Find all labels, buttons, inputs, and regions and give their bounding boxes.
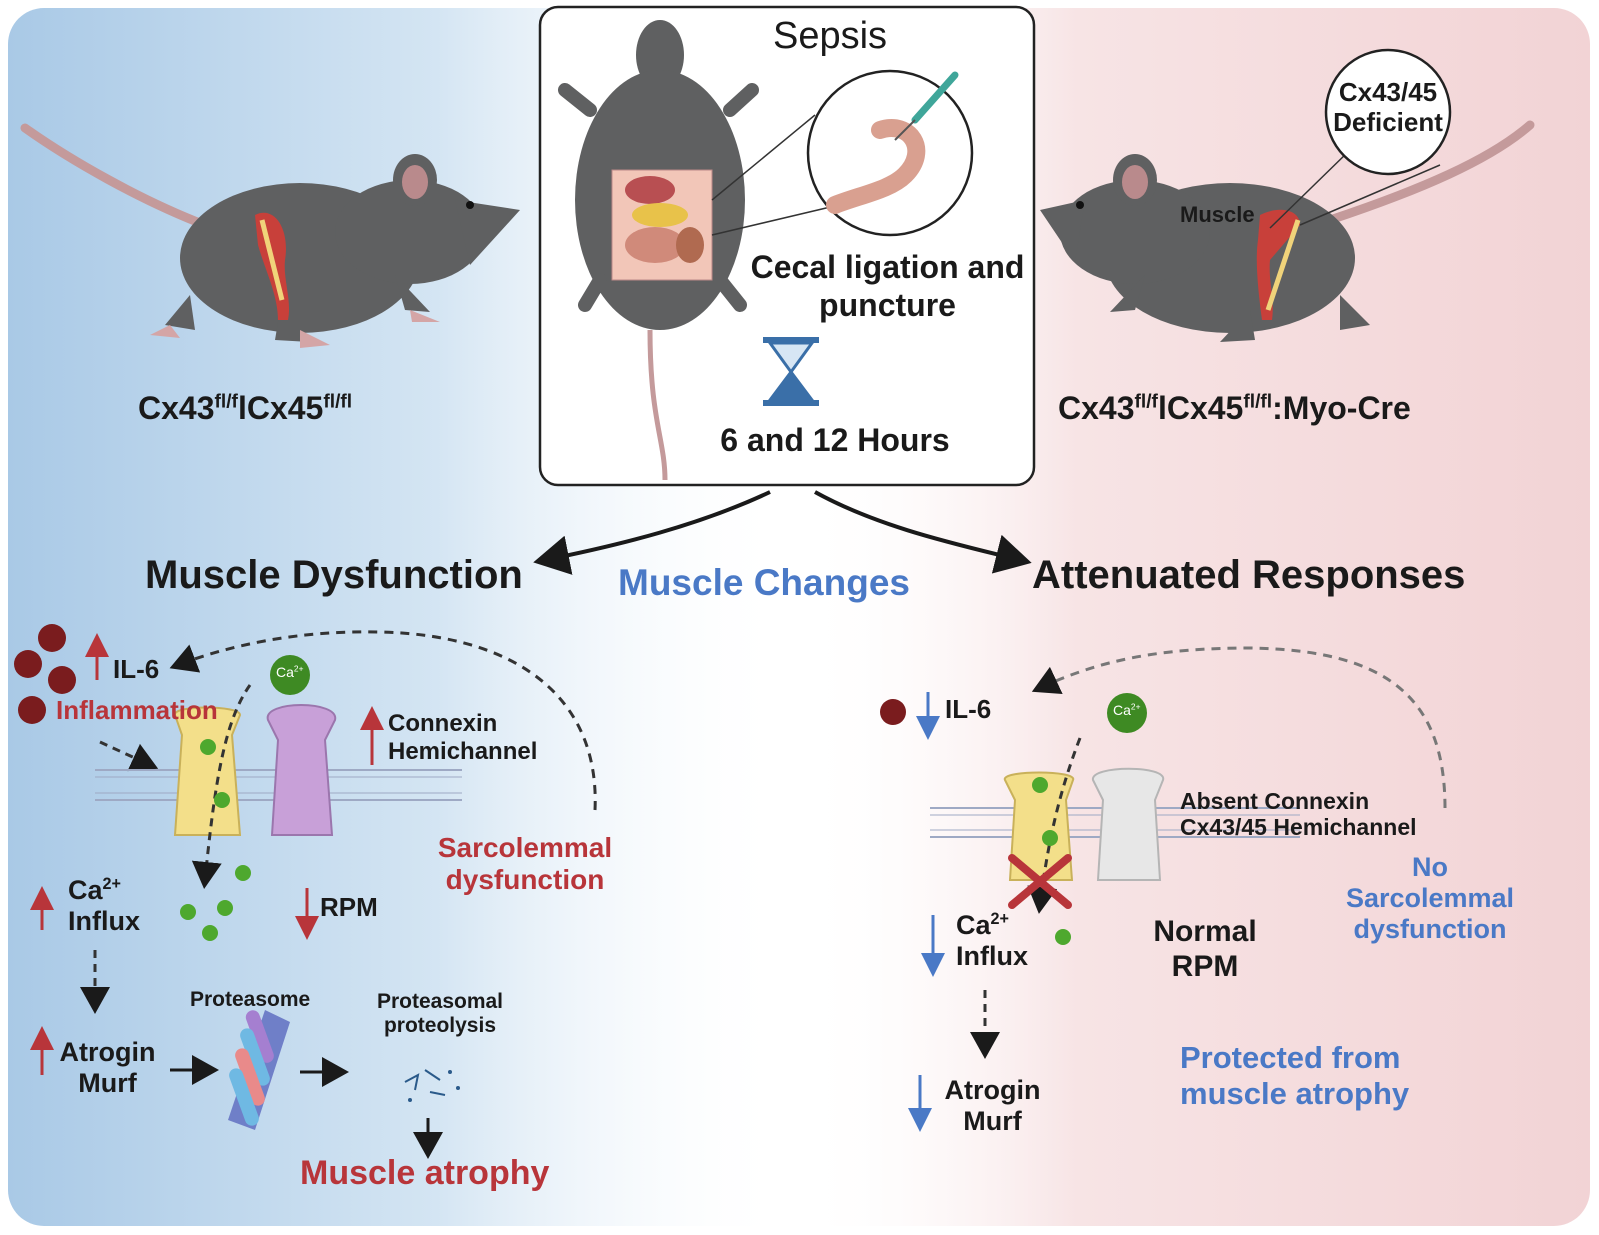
left-feedback-arc: [169, 630, 597, 811]
block-x-icon: [1008, 854, 1072, 909]
muscle-label: Muscle: [1180, 202, 1255, 227]
absent-connexin-label: Absent Connexin Cx43/45 Hemichannel: [1180, 788, 1417, 841]
left-ca-influx-label: Ca2+ Influx: [68, 875, 140, 937]
left-il6-label: IL-6: [113, 654, 160, 684]
right-hemichannel-yellow: [1003, 771, 1075, 881]
right-ca-ion-label: Ca2+: [1113, 701, 1141, 718]
arrow-to-dysfunction: [533, 490, 771, 575]
right-genotype-label: Cx43fl/flCx45fl/fl:Myo-Cre: [1058, 390, 1411, 426]
connexin-hemichannel-label: Connexin Hemichannel: [388, 710, 538, 765]
attenuated-responses-heading: Attenuated Responses: [1032, 553, 1466, 597]
left-mouse-illustration: [20, 123, 520, 348]
proteasomal-proteolysis-label: Proteasomal proteolysis: [376, 990, 504, 1038]
absent-hemichannel-grey: [1092, 767, 1165, 881]
inflammation-label: Inflammation: [56, 695, 218, 725]
arrow-to-attenuated: [814, 490, 1032, 574]
cecum-shape: [826, 119, 926, 214]
connexin-hemichannel-purple: [266, 704, 337, 836]
procedure-label: Cecal ligation and puncture: [750, 249, 1025, 324]
right-calcium-ions: [1032, 693, 1147, 945]
hourglass-icon: [763, 337, 819, 406]
proteasome-label: Proteasome: [190, 988, 311, 1011]
right-feedback-arc: [1031, 646, 1447, 809]
deficient-callout-circle: [1324, 48, 1452, 176]
proteolysis-fragments-icon: [404, 1069, 460, 1102]
left-atrogin-murf-label: Atrogin Murf: [59, 1037, 156, 1099]
sepsis-title: Sepsis: [772, 15, 888, 57]
no-sarcolemmal-dysfunction-label: No Sarcolemmal dysfunction: [1345, 852, 1515, 945]
left-calcium-ions: [180, 655, 310, 941]
muscle-atrophy-label: Muscle atrophy: [300, 1154, 550, 1192]
right-ca-influx-label: Ca2+ Influx: [956, 910, 1028, 972]
muscle-changes-label: Muscle Changes: [618, 562, 910, 603]
needle-icon: [911, 71, 959, 124]
deficient-callout-label: Cx43/45 Deficient: [1333, 77, 1443, 137]
cecal-ligation-mouse: [558, 20, 759, 481]
right-il6-label: IL-6: [945, 694, 992, 724]
sarcolemmal-dysfunction-label: Sarcolemmal dysfunction: [437, 832, 613, 896]
left-ca-ion-label: Ca2+: [276, 663, 304, 680]
timepoints-label: 6 and 12 Hours: [720, 422, 950, 458]
left-cytokine-cluster: [14, 624, 76, 724]
right-cytokine: [880, 699, 906, 725]
normal-rpm-label: Normal RPM: [1153, 915, 1257, 983]
muscle-dysfunction-heading: Muscle Dysfunction: [145, 553, 523, 597]
right-mouse-illustration: [1040, 48, 1535, 342]
left-genotype-label: Cx43fl/flCx45fl/fl: [138, 390, 353, 426]
rpm-label: RPM: [320, 892, 378, 922]
proteasome-rings: [229, 1010, 274, 1126]
protected-label: Protected from muscle atrophy: [1180, 1040, 1410, 1111]
right-atrogin-murf-label: Atrogin Murf: [944, 1075, 1041, 1137]
